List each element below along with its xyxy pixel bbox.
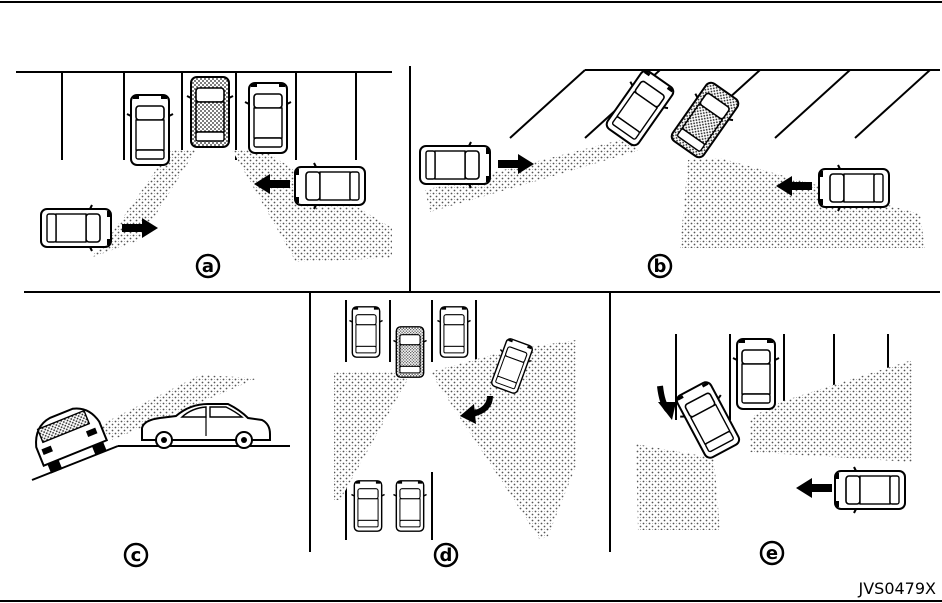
panel-label-b: b [654, 256, 667, 277]
figure-code: JVS0479X [858, 579, 937, 598]
panel-c: c [31, 375, 290, 568]
car-top-view [670, 377, 746, 463]
car-top-view [40, 204, 112, 252]
car-top-view [294, 162, 366, 210]
car-top-view [350, 480, 386, 532]
car-top-view [186, 76, 234, 148]
dotted-blind-zone [430, 340, 576, 540]
car-top-view [732, 338, 780, 410]
car-top-view [126, 94, 174, 166]
panel-label-c: c [131, 545, 142, 566]
dotted-blind-zone [98, 375, 258, 440]
car-rear-view [35, 407, 109, 474]
panel-label-d: d [440, 545, 453, 566]
car-top-view [818, 164, 890, 212]
car-top-view [419, 141, 491, 189]
panel-e: e [636, 334, 912, 566]
dotted-blind-zone [90, 150, 196, 258]
panel-a: a [16, 71, 392, 279]
panel-b: b [419, 65, 940, 279]
panel-label-e: e [766, 543, 778, 564]
car-top-view [392, 480, 428, 532]
panel-d: d [334, 300, 576, 568]
car-side-view [141, 403, 271, 449]
dotted-blind-zone [636, 444, 720, 530]
dotted-blind-zone [750, 360, 912, 462]
movement-arrow [796, 478, 832, 498]
dotted-blind-zone [680, 158, 925, 248]
dotted-blind-zone [334, 372, 412, 500]
car-top-view [348, 306, 384, 358]
car-top-view [436, 306, 472, 358]
car-top-view [392, 326, 428, 378]
panel-label-a: a [202, 256, 214, 277]
car-top-view [665, 77, 745, 163]
dotted-blind-zone [425, 140, 640, 212]
car-top-view [834, 466, 906, 514]
car-top-view [244, 82, 292, 154]
car-top-view [600, 65, 680, 151]
